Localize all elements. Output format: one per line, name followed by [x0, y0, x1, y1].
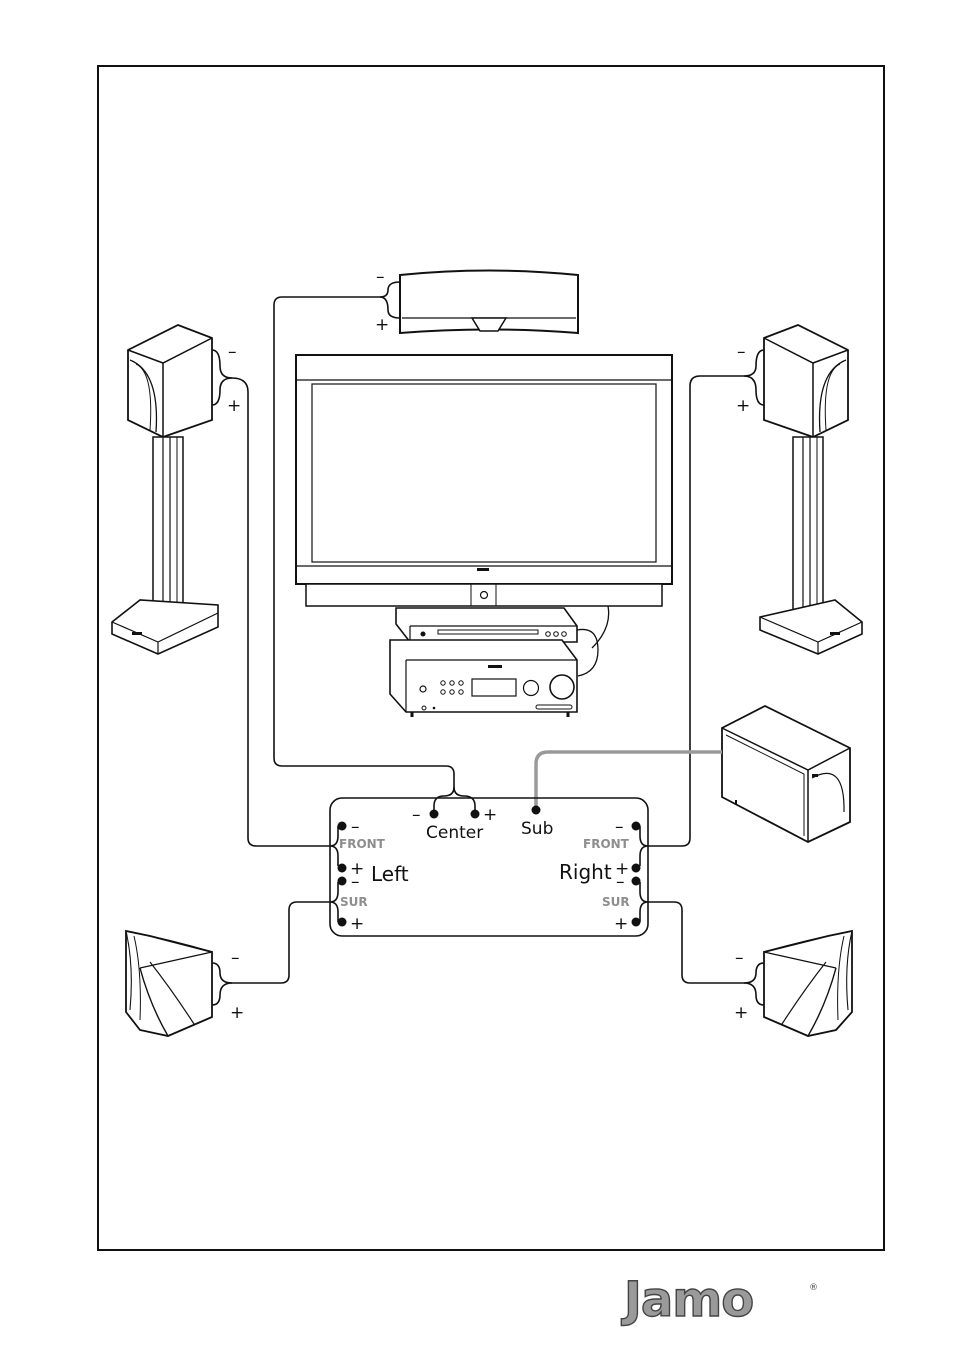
panel-front-left-minus: –	[351, 817, 360, 837]
panel-sur-right-plus: +	[614, 914, 628, 934]
panel-front-left-label: FRONT	[339, 837, 386, 851]
front-left-speaker-minus: –	[228, 342, 237, 362]
front-left-speaker	[112, 325, 218, 654]
subwoofer	[722, 706, 850, 842]
panel-front-right-minus: –	[615, 817, 624, 837]
center-speaker	[400, 271, 578, 334]
front-right-speaker	[760, 325, 862, 654]
front-right-speaker-minus: –	[737, 342, 746, 362]
surround-right-speaker	[764, 931, 852, 1036]
front-left-speaker-plus: +	[227, 396, 241, 416]
surround-right-speaker-minus: –	[735, 948, 744, 968]
panel-right-label: Right	[559, 860, 612, 884]
tv	[296, 355, 672, 606]
surround-left-speaker-plus: +	[230, 1003, 244, 1023]
center-speaker-plus: +	[375, 315, 389, 335]
panel-center-label: Center	[426, 823, 483, 843]
surround-right-speaker-plus: +	[734, 1003, 748, 1023]
jamo-logo-registered: ®	[809, 1283, 818, 1293]
center-speaker-minus: –	[376, 267, 385, 287]
jamo-logo-text: Jamo	[621, 1272, 753, 1328]
panel-sur-right-label: SUR	[602, 895, 630, 909]
surround-left-speaker-minus: –	[231, 948, 240, 968]
panel-sub-label: Sub	[521, 819, 553, 839]
panel-front-right-label: FRONT	[583, 837, 630, 851]
jamo-logo: Jamo ®	[621, 1272, 818, 1328]
panel-left-label: Left	[371, 862, 409, 886]
panel-sur-left-label: SUR	[340, 895, 368, 909]
subwoofer-cable	[536, 752, 722, 808]
av-receiver	[390, 640, 577, 717]
panel-center-minus: –	[412, 805, 421, 825]
panel-sur-right-minus: –	[616, 872, 625, 892]
front-right-speaker-plus: +	[736, 396, 750, 416]
surround-left-speaker	[126, 931, 212, 1036]
panel-center-plus: +	[483, 805, 497, 825]
panel-sur-left-minus: –	[351, 872, 360, 892]
panel-sur-left-plus: +	[350, 914, 364, 934]
